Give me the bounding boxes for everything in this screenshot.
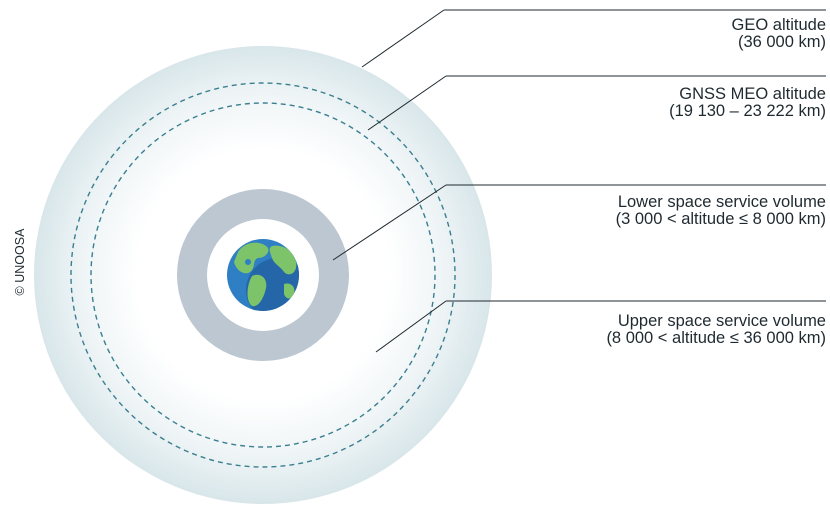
lower-ssv-title: Lower space service volume — [617, 193, 826, 211]
upper-ssv-leader-line — [375, 300, 447, 353]
lower-ssv-leader-line — [332, 184, 447, 261]
gnss-meo-orbit-outer — [70, 82, 456, 468]
geo-leader-line — [361, 9, 445, 68]
earth-globe-icon — [227, 239, 299, 311]
gnss-meo-altitude-label: GNSS MEO altitude (19 130 – 23 222 km) — [669, 86, 826, 120]
gnss-leader-line — [367, 75, 447, 131]
gnss-meo-altitude-value: (19 130 – 23 222 km) — [669, 102, 826, 120]
gnss-meo-altitude-title: GNSS MEO altitude — [679, 85, 826, 103]
geo-altitude-value: (36 000 km) — [737, 33, 826, 51]
gnss-meo-orbit-inner — [90, 102, 436, 448]
lower-ssv-range: (3 000 < altitude ≤ 8 000 km) — [615, 210, 826, 228]
copyright-credit: © UNOOSA — [13, 228, 27, 296]
geo-altitude-label: GEO altitude (36 000 km) — [732, 17, 826, 51]
upper-ssv-label: Upper space service volume (8 000 < alti… — [606, 313, 826, 347]
upper-ssv-title: Upper space service volume — [617, 312, 826, 330]
lower-ssv-label: Lower space service volume (3 000 < alti… — [616, 194, 826, 228]
upper-ssv-range: (8 000 < altitude ≤ 36 000 km) — [606, 329, 826, 347]
geo-altitude-title: GEO altitude — [731, 16, 826, 34]
